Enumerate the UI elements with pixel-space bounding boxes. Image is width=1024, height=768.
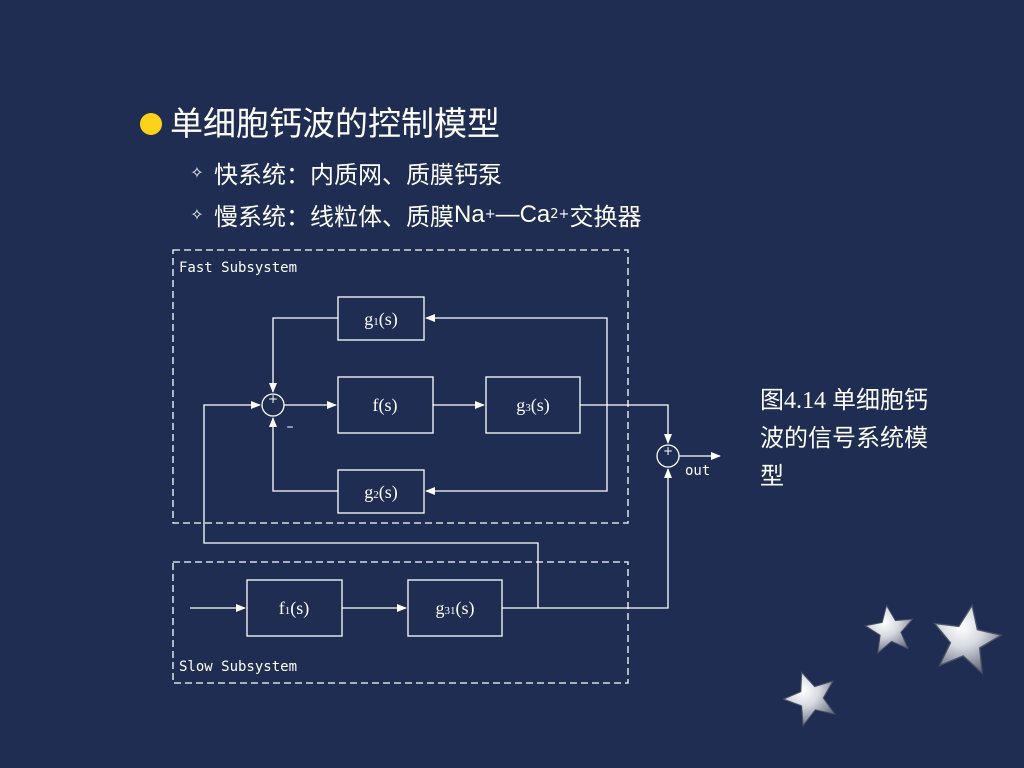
block-g1-label: g1(s) (364, 309, 398, 330)
bullet-slow-suffix: 交换器 (569, 203, 642, 231)
block-g3-label: g3(s) (516, 395, 550, 416)
bullet-slow-ca: Ca (519, 200, 551, 228)
bullet-fast-text: 快系统：内质网、质膜钙泵 (214, 161, 502, 189)
sum1-plus-sign: + (268, 392, 278, 406)
bullet-dot-icon (140, 113, 162, 135)
slide-title: 单细胞钙波的控制模型 (170, 104, 500, 143)
fast-subsystem-frame (172, 249, 629, 524)
wire-g31-to-sum2 (502, 468, 672, 609)
bullet-slow-na: Na (454, 200, 485, 228)
diamond-star-icon: ✧ (190, 205, 204, 224)
wire-g1-to-sum1 (269, 317, 338, 393)
bullet-slow-prefix: 慢系统：线粒体、质膜 (214, 203, 454, 231)
output-label: out (685, 463, 710, 479)
block-f-label: f(s) (373, 395, 398, 416)
fast-subsystem-label: Fast Subsystem (179, 260, 297, 276)
bullet-slow-system: ✧ 慢系统：线粒体、质膜 Na + — Ca 2+ 交换器 (190, 197, 641, 232)
star-icon (782, 671, 836, 727)
wire-g2-to-sum1 (269, 417, 338, 492)
sum1-minus-sign: – (287, 419, 294, 435)
title-row: 单细胞钙波的控制模型 (140, 102, 500, 146)
bullet-fast-system: ✧ 快系统：内质网、质膜钙泵 (190, 155, 502, 190)
diamond-star-icon: ✧ (190, 163, 204, 182)
block-g31-label: g31(s) (436, 598, 475, 619)
star-icon (864, 604, 914, 654)
wire-g3-to-sum2 (580, 404, 672, 444)
sum2-plus-sign: + (663, 444, 673, 458)
wire-feedback-g1-in (425, 314, 608, 405)
slow-subsystem-frame (172, 561, 629, 684)
star-icon (933, 603, 1003, 675)
slow-subsystem-label: Slow Subsystem (179, 659, 297, 675)
wire-feedback-g2-in (425, 405, 608, 495)
bullet-slow-dash: — (495, 200, 520, 228)
figure-caption: 图4.14 单细胞钙波的信号系统模型 (760, 388, 928, 490)
block-f1-label: f1(s) (279, 598, 310, 619)
block-g2-label: g2(s) (364, 482, 398, 503)
decorative-stars (782, 603, 1003, 727)
wire-slow-to-sum1 (203, 401, 539, 608)
